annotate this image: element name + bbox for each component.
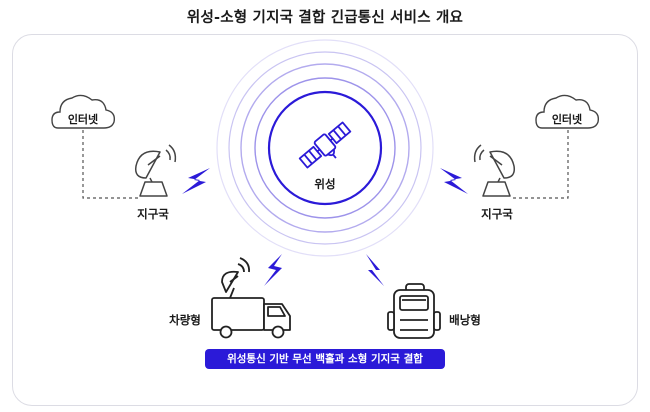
- satellite-dish-icon: [473, 144, 516, 197]
- vehicle-label: 차량형: [169, 313, 201, 327]
- backpack-label: 배낭형: [449, 313, 481, 327]
- lightning-icon: [440, 168, 468, 194]
- satellite-icon: [298, 121, 352, 169]
- satellite-dish-icon: [134, 144, 177, 197]
- summary-banner: 위성통신 기반 무선 백홀과 소형 기지국 결합: [205, 349, 445, 369]
- satellite-label: 위성: [314, 177, 336, 191]
- cloud-icon: [51, 94, 116, 129]
- connector-left: [82, 130, 140, 199]
- ground-station-right-label: 지구국: [481, 207, 513, 221]
- lightning-icon: [182, 168, 210, 194]
- backpack-icon: [387, 283, 441, 339]
- internet-left-label: 인터넷: [67, 113, 99, 126]
- cloud-icon: [535, 94, 600, 129]
- lightning-icon: [366, 254, 384, 286]
- truck-icon: [211, 257, 291, 339]
- ground-station-left-label: 지구국: [137, 207, 169, 221]
- lightning-icon: [264, 254, 282, 286]
- connector-right: [510, 130, 569, 199]
- diagram-panel: [12, 34, 638, 406]
- diagram-title: 위성-소형 기지국 결합 긴급통신 서비스 개요: [186, 10, 464, 26]
- internet-right-label: 인터넷: [551, 113, 583, 126]
